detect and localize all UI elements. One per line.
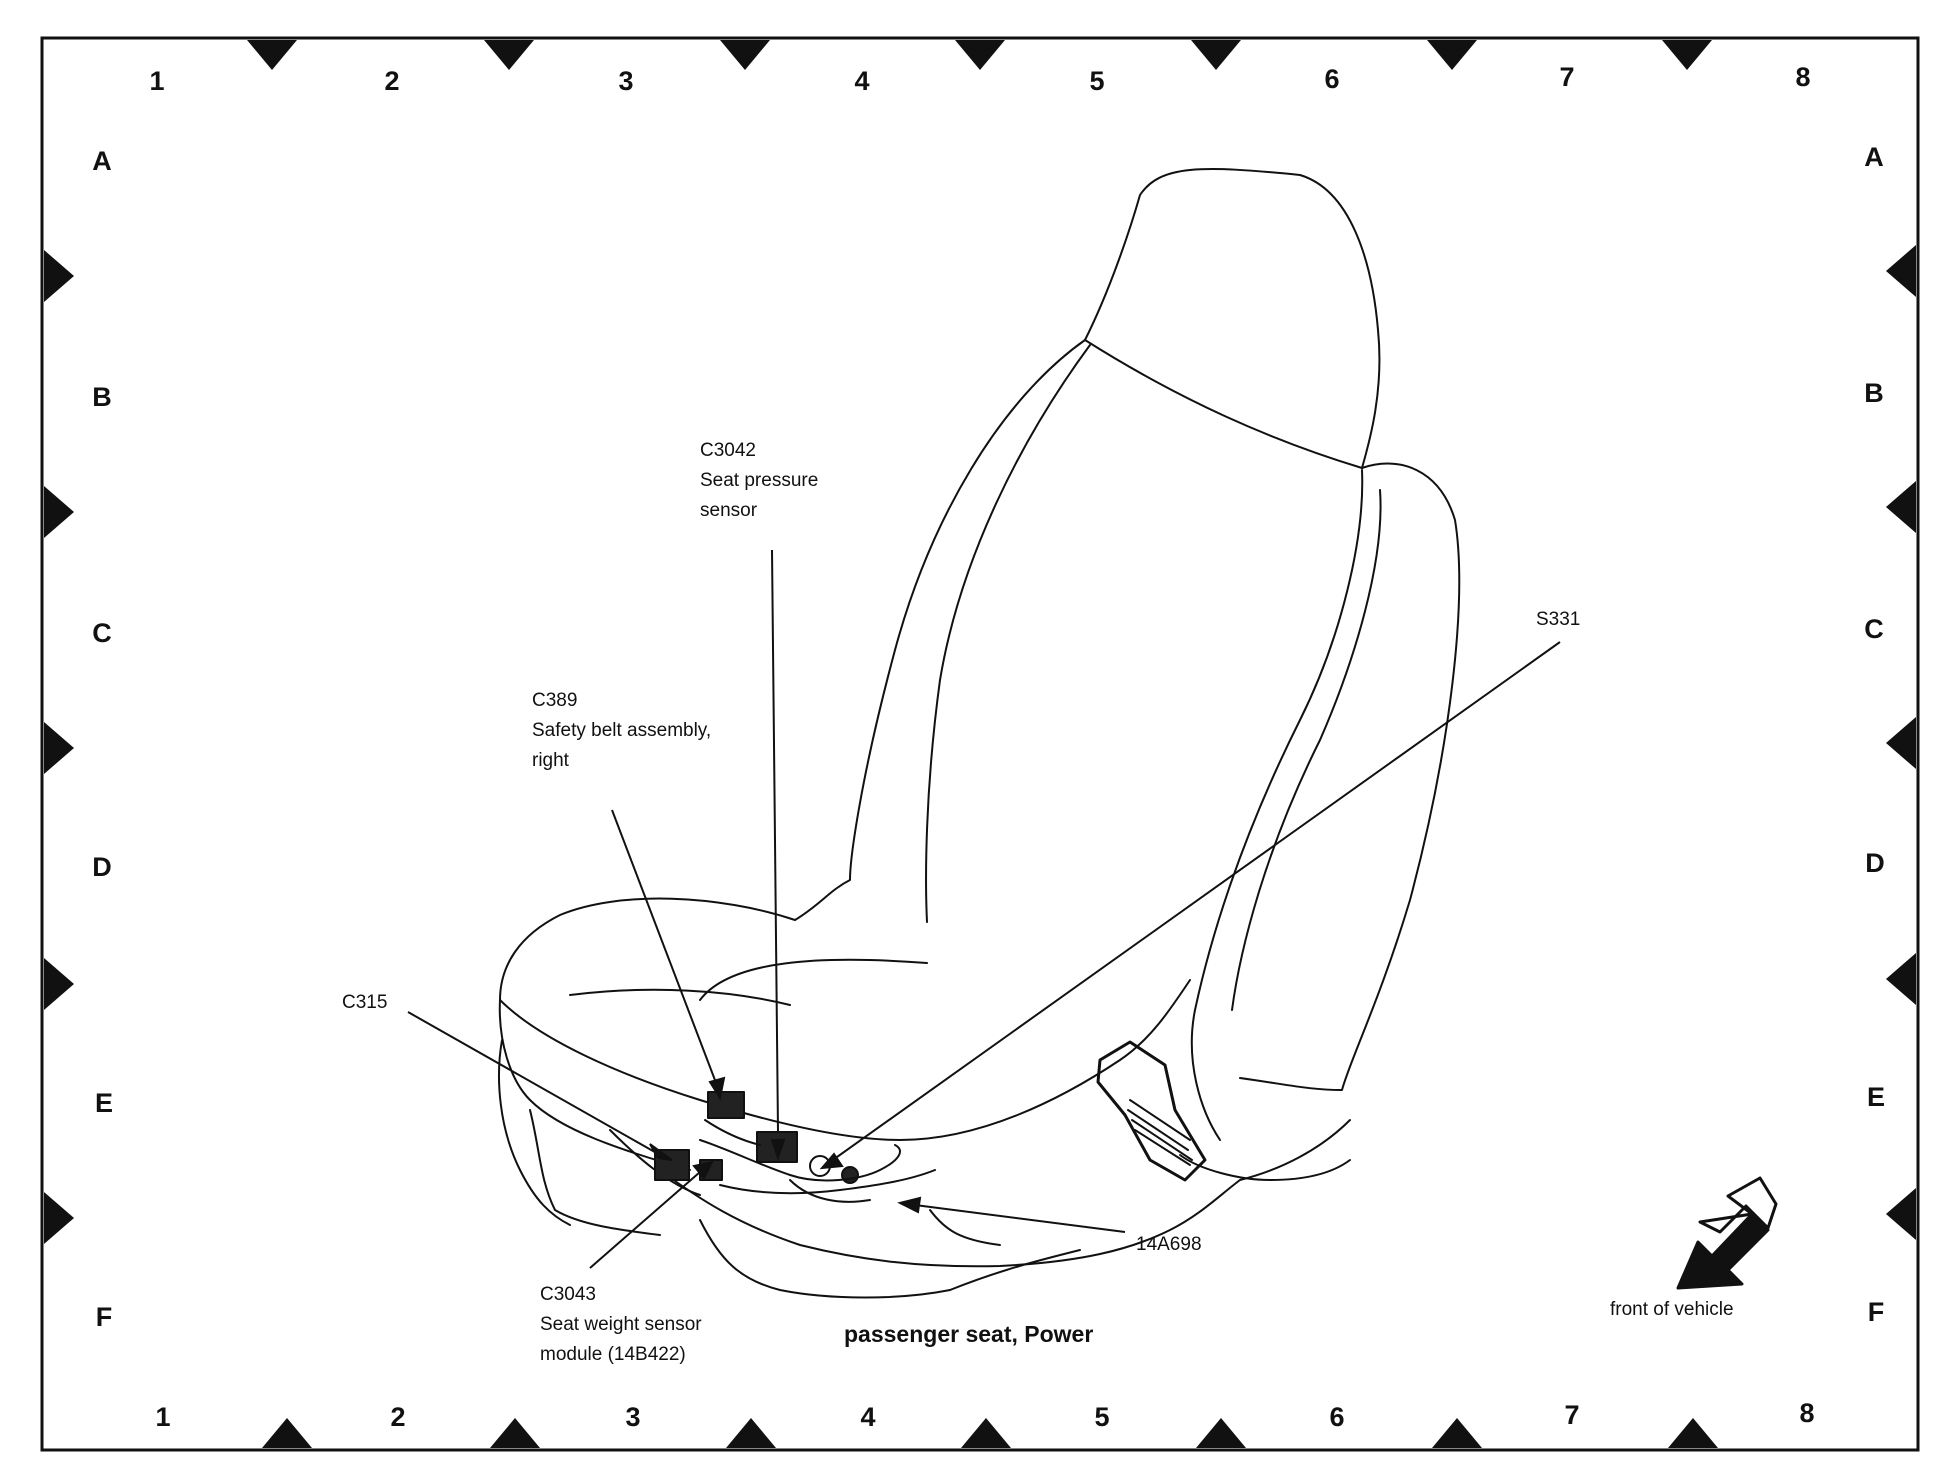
- col-label-bottom-1: 1: [155, 1402, 171, 1432]
- callout-c315-id: C315: [342, 992, 388, 1013]
- row-label-right-F: F: [1867, 1297, 1885, 1327]
- row-label-right-A: A: [1864, 142, 1884, 172]
- connector-c315: [654, 1149, 690, 1181]
- left-grid-ticks: [44, 250, 74, 1244]
- row-label-left-C: C: [92, 618, 112, 648]
- callout-c389-id: C389: [532, 690, 578, 711]
- row-label-right-C: C: [1864, 614, 1884, 644]
- callout-c389-line-2: right: [532, 750, 569, 771]
- connector-c389: [707, 1091, 745, 1119]
- leader-14a698: [914, 1204, 1126, 1233]
- leader-c389: [611, 809, 719, 1089]
- row-label-right-D: D: [1865, 848, 1885, 878]
- leader-c3042: [771, 549, 779, 1133]
- col-label-bottom-3: 3: [625, 1402, 641, 1432]
- leader-c3043: [589, 1171, 701, 1269]
- col-label-top-8: 8: [1795, 62, 1811, 92]
- seat-illustration: [498, 168, 1461, 1299]
- leader-c315: [407, 1011, 661, 1156]
- seat-back: [794, 339, 1086, 921]
- callout-c3042-line-1: Seat pressure: [700, 470, 819, 491]
- front-arrow-icon: [1676, 1176, 1778, 1290]
- row-label-left-F: F: [95, 1302, 113, 1332]
- col-label-top-7: 7: [1559, 62, 1575, 92]
- row-label-left-B: B: [92, 382, 112, 412]
- row-label-right-E: E: [1866, 1082, 1885, 1112]
- wiring-harness: [699, 1139, 901, 1182]
- leader-s331: [829, 641, 1561, 1163]
- seat-headrest: [1084, 168, 1381, 469]
- col-label-top-6: 6: [1324, 64, 1340, 94]
- callout-c389: C389 Safety belt assembly, right: [532, 686, 711, 776]
- col-label-top-2: 2: [384, 66, 400, 96]
- callout-s331: S331: [1536, 605, 1580, 635]
- callout-c3042-line-2: sensor: [700, 500, 758, 521]
- col-label-bottom-5: 5: [1094, 1402, 1110, 1432]
- row-label-left-A: A: [92, 146, 112, 176]
- callout-c3043: C3043 Seat weight sensor module (14B422): [540, 1280, 702, 1370]
- right-grid-ticks: [1886, 245, 1916, 1240]
- callout-c3042-id: C3042: [700, 440, 756, 461]
- col-label-top-1: 1: [149, 66, 165, 96]
- col-label-bottom-8: 8: [1799, 1398, 1815, 1428]
- col-label-bottom-6: 6: [1329, 1402, 1345, 1432]
- callout-s331-id: S331: [1536, 609, 1581, 630]
- callout-c3043-line-1: Seat weight sensor: [540, 1314, 702, 1335]
- bottom-grid-ticks: [262, 1418, 1718, 1448]
- top-grid-ticks: [247, 40, 1712, 70]
- row-label-right-B: B: [1864, 378, 1884, 408]
- col-label-bottom-2: 2: [390, 1402, 406, 1432]
- callout-c3043-id: C3043: [540, 1284, 596, 1305]
- diagram-border: [40, 36, 1920, 1452]
- col-label-bottom-7: 7: [1564, 1400, 1580, 1430]
- col-label-bottom-4: 4: [860, 1402, 876, 1432]
- leader-lines: [407, 549, 1561, 1269]
- front-of-vehicle-label: front of vehicle: [1610, 1299, 1734, 1320]
- callout-c315: C315: [342, 988, 387, 1018]
- diagram-caption: passenger seat, Power: [844, 1321, 1094, 1347]
- row-label-left-E: E: [94, 1088, 113, 1118]
- row-label-left-D: D: [92, 852, 112, 882]
- callout-14a698: 14A698: [1136, 1230, 1202, 1260]
- col-label-top-4: 4: [854, 66, 870, 96]
- belt-buckle: [1096, 1040, 1207, 1182]
- callout-c3043-line-2: module (14B422): [540, 1344, 686, 1365]
- col-label-top-5: 5: [1089, 66, 1105, 96]
- callout-14a698-id: 14A698: [1136, 1234, 1202, 1255]
- callout-c389-line-1: Safety belt assembly,: [532, 720, 712, 741]
- callout-c3042: C3042 Seat pressure sensor: [700, 436, 818, 526]
- col-label-top-3: 3: [618, 66, 634, 96]
